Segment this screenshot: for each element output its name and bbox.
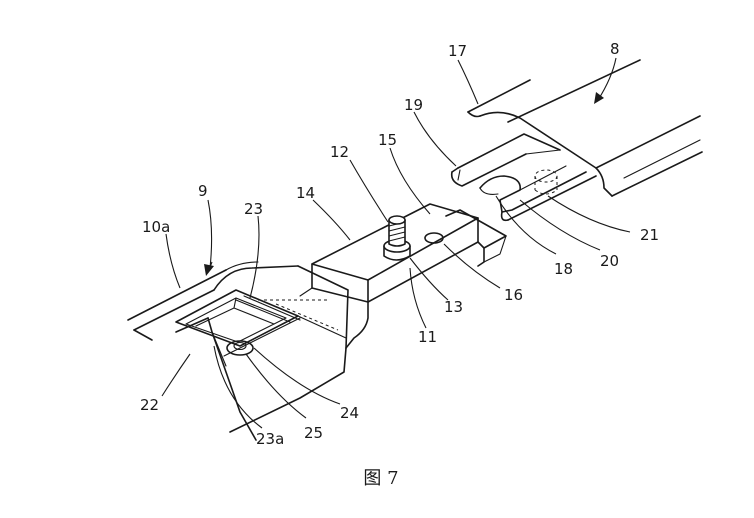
label-13: 13 [444, 298, 463, 316]
label-9: 9 [198, 182, 208, 200]
label-24: 24 [340, 404, 359, 422]
leader-lines [161, 57, 631, 429]
label-25: 25 [304, 424, 323, 442]
label-11: 11 [418, 328, 437, 346]
label-14: 14 [296, 184, 315, 202]
label-19: 19 [404, 96, 423, 114]
label-10a: 10a [142, 218, 170, 236]
label-18: 18 [554, 260, 573, 278]
label-15: 15 [378, 131, 397, 149]
label-22: 22 [140, 396, 159, 414]
label-8: 8 [610, 40, 620, 58]
label-20: 20 [600, 252, 619, 270]
label-12: 12 [330, 143, 349, 161]
reference-labels: 8 17 19 15 12 14 9 23 10a 21 20 18 16 13… [140, 40, 659, 448]
figure-caption: 图 7 [363, 468, 398, 489]
label-21: 21 [640, 226, 659, 244]
label-23: 23 [244, 200, 263, 218]
label-16: 16 [504, 286, 523, 304]
left-housing-part [127, 261, 349, 441]
right-channel-part [450, 59, 703, 222]
middle-bracket-part [299, 203, 507, 349]
label-23a: 23a [256, 430, 284, 448]
label-17: 17 [448, 42, 467, 60]
